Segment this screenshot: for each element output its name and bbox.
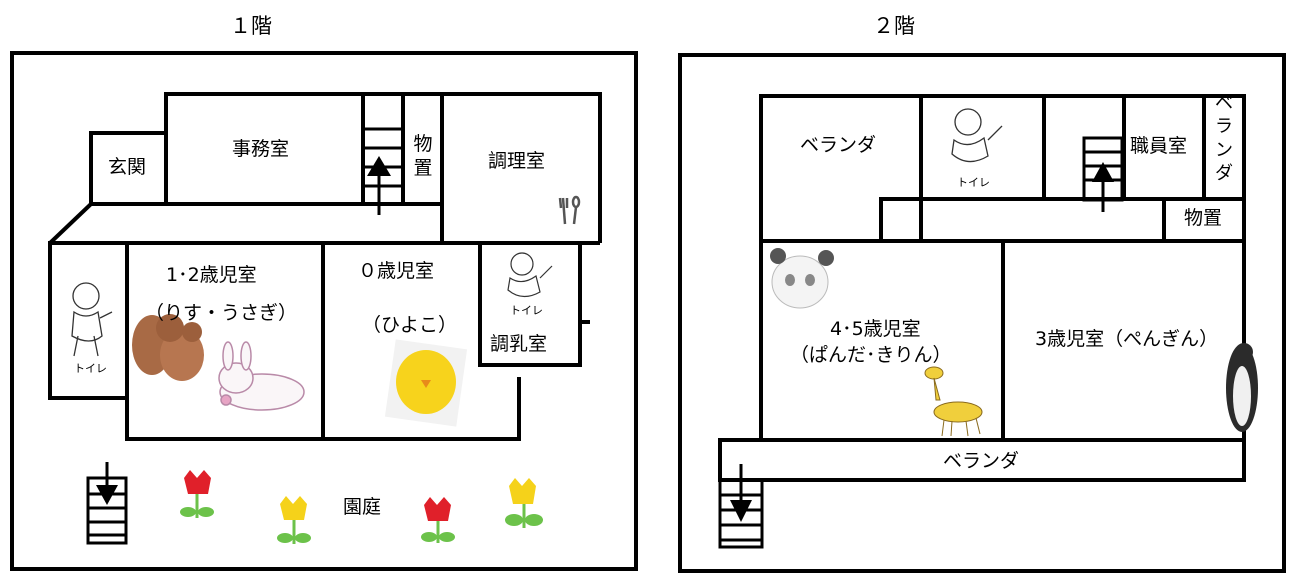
kitchen-room: [442, 92, 602, 243]
storage-char-2: 置: [413, 156, 433, 179]
room45-label-line1: 4･5歳児室: [830, 318, 921, 340]
giraffe-drawing: [924, 366, 983, 437]
toilet-child-icon-1f-right: [507, 252, 553, 298]
veranda-side-char-4: ダ: [1215, 163, 1233, 185]
toilet-child-icon-1f-left: [71, 282, 113, 357]
room-0: [321, 243, 521, 441]
kitchen-label: 調理室: [488, 150, 546, 172]
penguin-drawing: [1226, 343, 1258, 432]
stairs-down-1f: [86, 462, 128, 545]
floor2-outer-wall: [678, 53, 1286, 573]
entrance-label: 玄関: [108, 156, 147, 178]
floor1-title: １階: [230, 14, 272, 38]
room12-label-line1: 1･2歳児室: [166, 264, 257, 286]
arrow-down-icon-2f: [730, 500, 752, 522]
cutlery-icon: [558, 195, 581, 225]
garden-label: 園庭: [343, 496, 382, 518]
storage-label-1f: 物 置: [410, 133, 436, 181]
room3-label: 3歳児室（ぺんぎん）: [1035, 328, 1219, 350]
floor1-outer-wall: [10, 51, 638, 571]
veranda-bottom: [718, 438, 1246, 482]
veranda-side-char-1: ベ: [1215, 93, 1233, 114]
tulip-yellow-1: [277, 496, 311, 544]
floor2-title: ２階: [873, 14, 915, 38]
tulip-yellow-2: [505, 478, 543, 528]
toilet-label-1f-right: トイレ: [510, 304, 543, 317]
room0-label-line2: （ひよこ）: [362, 314, 458, 336]
rabbit-drawing: [218, 341, 305, 411]
room0-label-line1: ０歳児室: [358, 260, 435, 282]
veranda-side-char-2: ラ: [1215, 116, 1233, 138]
toilet-label-2f: トイレ: [957, 176, 990, 189]
veranda-bottom-label: ベランダ: [943, 450, 1020, 472]
squirrel-drawing: [132, 314, 204, 381]
room12-label-line2: （りす・うさぎ）: [145, 302, 298, 324]
toilet-label-1f-left: トイレ: [74, 362, 107, 375]
toilet-child-icon-2f: [951, 108, 1003, 163]
arrow-down-icon: [96, 485, 118, 505]
veranda-top: [759, 94, 923, 243]
office-label: 事務室: [232, 138, 290, 160]
milk-room-label: 調乳室: [490, 333, 548, 355]
storage-char-1: 物: [413, 133, 433, 155]
veranda-side-label: ベ ラ ン ダ: [1210, 92, 1238, 186]
tulip-red-1: [180, 470, 214, 518]
staff-room-label: 職員室: [1130, 135, 1188, 157]
milk-room: [478, 243, 582, 367]
arrow-up-icon-2f: [1092, 162, 1114, 182]
chick-drawing: [384, 339, 468, 427]
storage-label-2f: 物置: [1184, 207, 1223, 229]
veranda-side-char-3: ン: [1215, 139, 1233, 161]
tulip-red-2: [421, 497, 455, 543]
arrow-up-icon: [367, 156, 391, 176]
room45-label-line2: （ぱんだ･きりん）: [790, 344, 952, 366]
veranda-top-label: ベランダ: [800, 134, 877, 156]
panda-drawing: [770, 248, 834, 309]
